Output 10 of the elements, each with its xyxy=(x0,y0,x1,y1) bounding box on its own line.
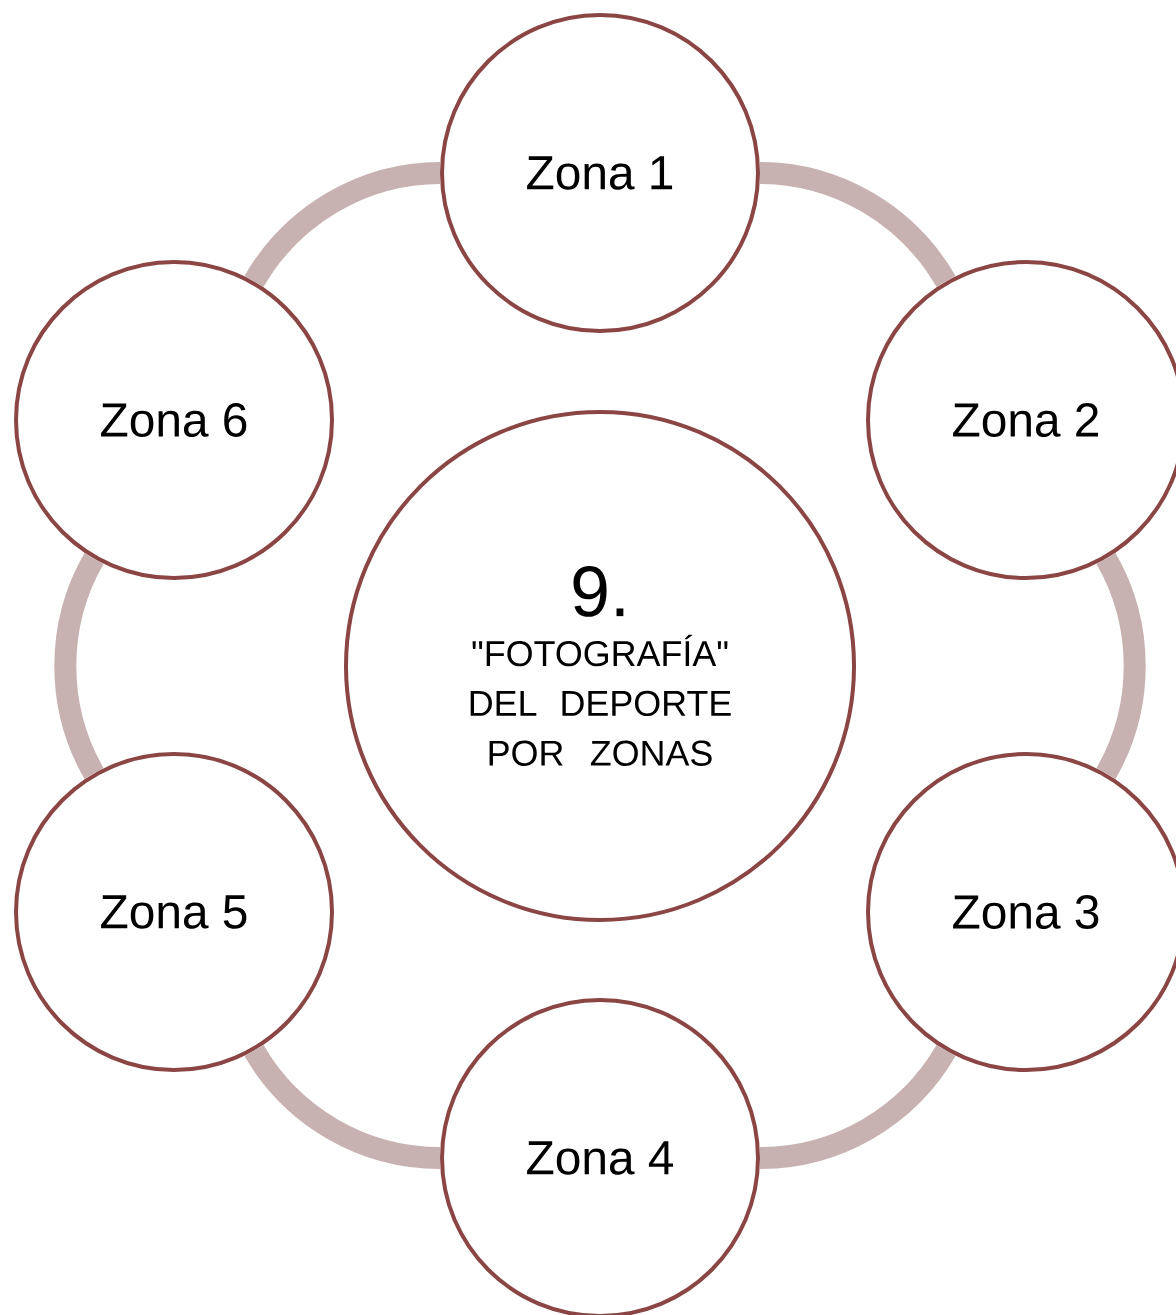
circle-node: Zona 6 xyxy=(14,260,334,580)
circle-node: Zona 1 xyxy=(440,13,760,333)
circle-node: Zona 5 xyxy=(14,752,334,1072)
ring-arc xyxy=(244,1044,441,1169)
ring-arc xyxy=(759,1044,956,1169)
ring-arc xyxy=(54,553,104,779)
ring-arc xyxy=(244,162,441,288)
circle-node: 9. "FOTOGRAFÍA" DEL DEPORTE POR ZONAS xyxy=(344,410,856,922)
ring-arc xyxy=(759,162,956,288)
ring-arc xyxy=(1096,553,1146,779)
